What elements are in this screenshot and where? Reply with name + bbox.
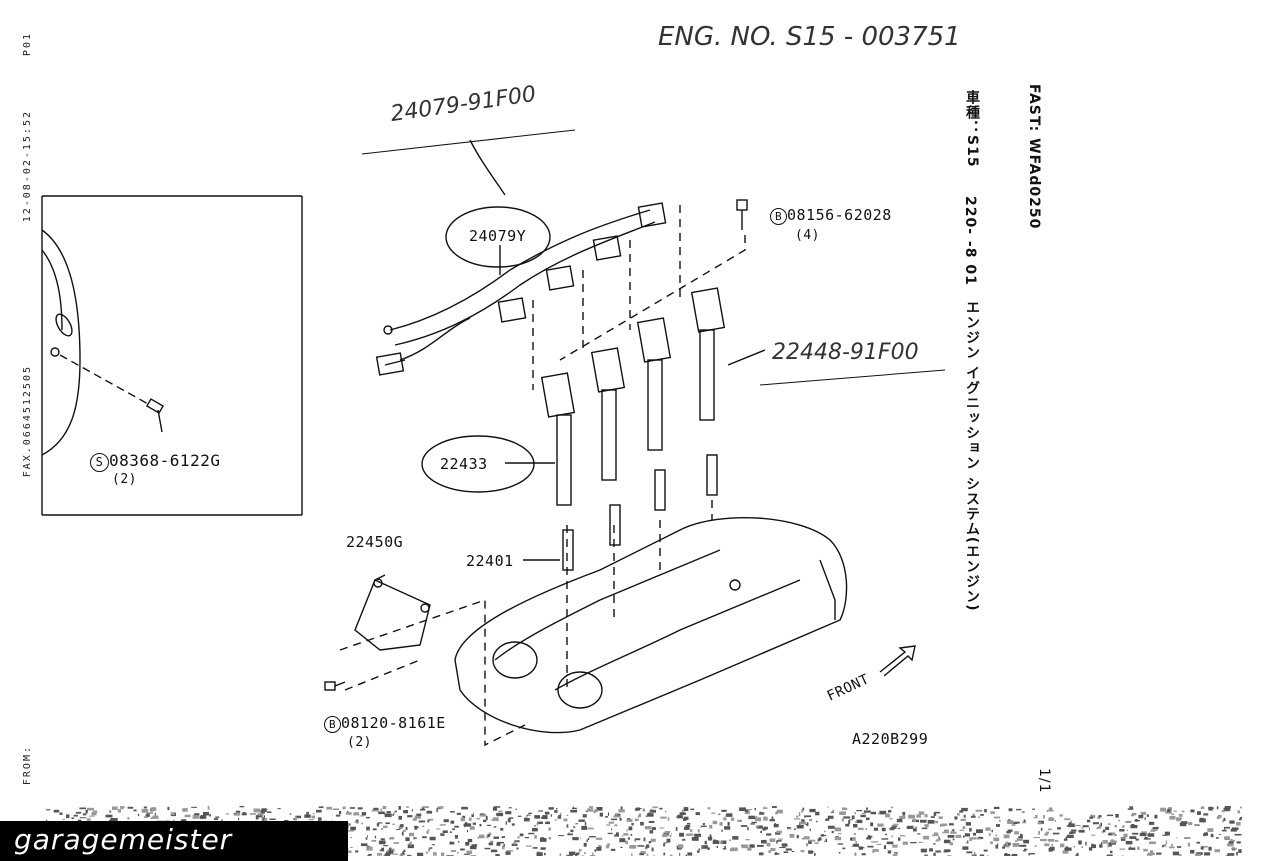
bracket-part-number: 22450G <box>346 533 404 551</box>
bolt-s-qty: (2) <box>112 472 137 487</box>
diagram-code: A220B299 <box>852 730 929 748</box>
harness-part-number: 24079Y <box>469 227 527 245</box>
bolt-bottom-qty: (2) <box>347 735 372 750</box>
inset-panel <box>41 195 303 516</box>
coil-number-handwritten: 22448-91F00 <box>772 340 919 365</box>
bracket <box>354 574 431 651</box>
page-count: 1/1 <box>1036 768 1052 794</box>
spark-plug-part-number: 22401 <box>466 552 514 570</box>
leader-dashed-lines <box>339 205 746 747</box>
wire-harness <box>375 202 667 376</box>
coil-part-number: 22433 <box>440 455 488 473</box>
bolt-bottom-number: 08120-8161E <box>341 714 446 732</box>
section-title: エンジン イグニッション システム(エンジン) <box>964 300 980 612</box>
bolt-bottom-prefix: B <box>324 716 341 733</box>
section-number: 220- -8 01 <box>962 196 978 286</box>
garagemeister-logo: garagemeister <box>0 821 348 861</box>
ignition-coils <box>540 287 726 506</box>
fast-code: FAST: WFAd0250 <box>1026 84 1042 230</box>
bolt-top-prefix: B <box>770 208 787 225</box>
bolt-bottom <box>324 681 336 691</box>
model-label: 車種：S15 <box>964 90 980 168</box>
bolt-top-number: 08156-62028 <box>787 206 892 224</box>
bolt-s-prefix: S <box>90 453 109 472</box>
logo-text: garagemeister <box>14 823 233 856</box>
engine-number-handwritten: ENG. NO. S15 - 003751 <box>658 22 961 52</box>
cam-cover <box>454 517 848 734</box>
bolt-top-qty: (4) <box>795 228 820 243</box>
bolt-top <box>736 199 748 211</box>
spark-plugs <box>562 454 718 571</box>
bolt-s-number: 08368-6122G <box>109 451 221 470</box>
